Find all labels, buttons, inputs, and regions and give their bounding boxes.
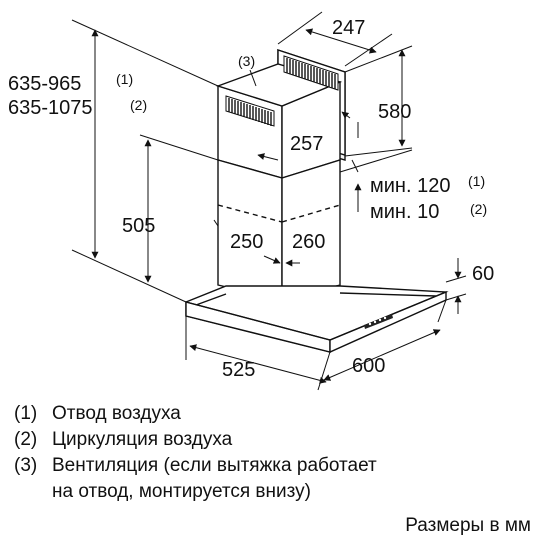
callout-3: (3)	[238, 53, 255, 69]
label-min-120: мин. 120	[370, 175, 450, 197]
dim-line-247	[305, 28, 377, 54]
label-635-965: 635-965	[8, 73, 81, 95]
label-min-120-note: (1)	[468, 173, 485, 189]
canopy	[185, 285, 449, 354]
label-525: 525	[222, 359, 255, 381]
label-635-1075: 635-1075	[8, 97, 93, 119]
label-600: 600	[352, 355, 385, 377]
legend-item: на отвод, монтируется внизу)	[14, 480, 311, 504]
control-panel-icon	[364, 314, 393, 329]
legend-item: (3) Вентиляция (если вытяжка работает	[14, 454, 377, 478]
legend-text: на отвод, монтируется внизу)	[52, 481, 311, 502]
label-635-965-note: (1)	[116, 71, 133, 87]
lower-chimney	[217, 159, 341, 301]
legend-item: (1) Отвод воздуха	[14, 402, 181, 426]
legend-num: (2)	[14, 429, 38, 450]
legend-text: Вентиляция (если вытяжка работает	[52, 455, 377, 476]
legend-num: (1)	[14, 403, 38, 424]
vent-grille-left	[225, 95, 275, 127]
label-247: 247	[332, 17, 365, 39]
dim-line-600	[323, 329, 441, 381]
label-257: 257	[290, 133, 323, 155]
label-min-10: мин. 10	[370, 201, 439, 223]
label-260: 260	[292, 231, 325, 253]
label-505: 505	[122, 215, 155, 237]
label-min-10-note: (2)	[470, 201, 487, 217]
legend-num: (3)	[14, 455, 38, 476]
legend-text: Циркуляция воздуха	[52, 429, 233, 450]
label-250: 250	[230, 231, 263, 253]
dim-line-525	[189, 344, 327, 384]
label-60: 60	[472, 263, 494, 285]
units-note: Размеры в мм	[405, 515, 531, 536]
vent-grille-right	[283, 55, 339, 91]
label-635-1075-note: (2)	[130, 97, 147, 113]
label-580: 580	[378, 101, 411, 123]
legend-text: Отвод воздуха	[52, 403, 181, 424]
legend-item: (2) Циркуляция воздуха	[14, 428, 232, 452]
